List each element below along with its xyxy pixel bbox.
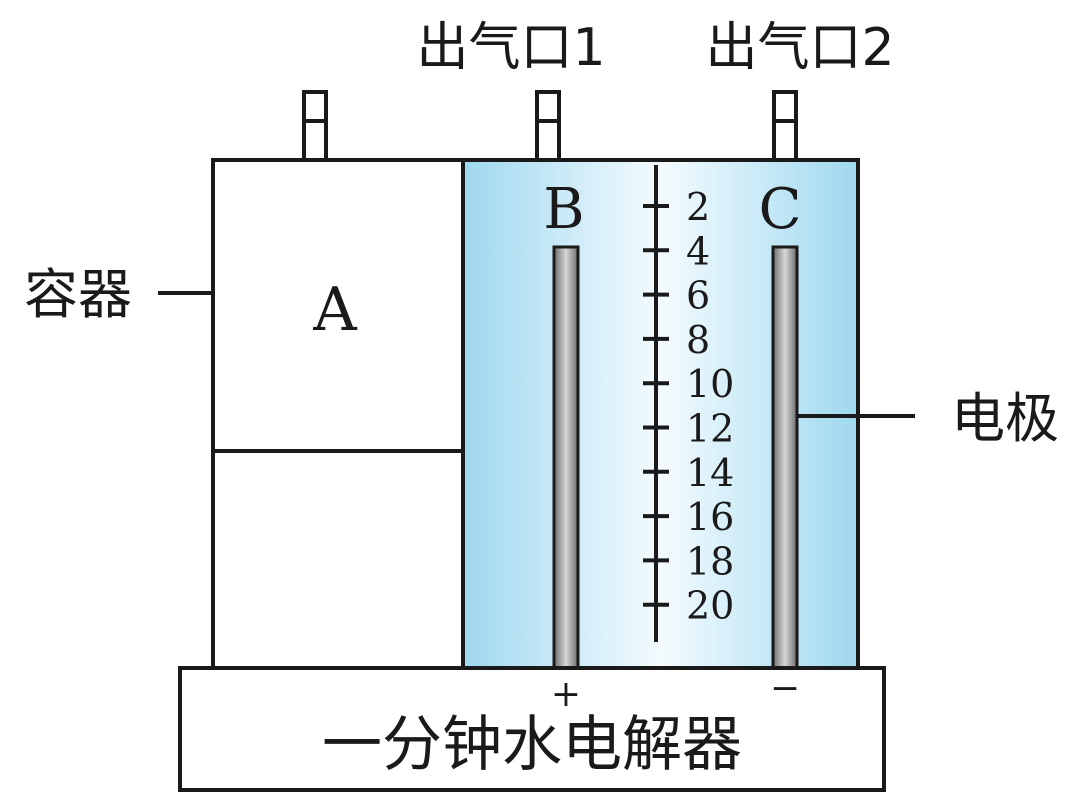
scale-tick-label: 2 <box>686 185 710 229</box>
container-left <box>211 158 465 670</box>
positive-sign: + <box>551 674 581 715</box>
electrode-b <box>552 245 580 670</box>
scale-tick-label: 16 <box>686 495 734 539</box>
chamber-c-label: C <box>759 177 802 242</box>
outlet-1-label: 出气口1 <box>416 18 605 78</box>
device-label: 一分钟水电解器 <box>322 710 742 780</box>
electrode-c <box>771 245 799 670</box>
chamber-b-label: B <box>543 177 584 242</box>
scale-tick-label: 12 <box>686 407 734 451</box>
scale-tick-label: 4 <box>686 229 710 273</box>
scale-tick-label: 6 <box>686 274 710 318</box>
scale-tick-label: 18 <box>686 539 734 583</box>
negative-sign: − <box>770 668 800 709</box>
outlet-tube-a <box>302 90 328 162</box>
outlet-2-label: 出气口2 <box>705 18 894 78</box>
outlet-tube-c <box>772 90 798 162</box>
scale-tick-label: 10 <box>686 362 734 406</box>
scale-tick-label: 8 <box>686 318 710 362</box>
chamber-a-label: A <box>312 275 357 345</box>
base-box <box>178 666 886 792</box>
container-label: 容器 <box>24 263 132 326</box>
scale-tick-label: 14 <box>686 451 734 495</box>
electrode-label: 电极 <box>951 387 1059 450</box>
scale-tick-label: 20 <box>686 584 734 628</box>
outlet-tube-b <box>535 90 561 162</box>
